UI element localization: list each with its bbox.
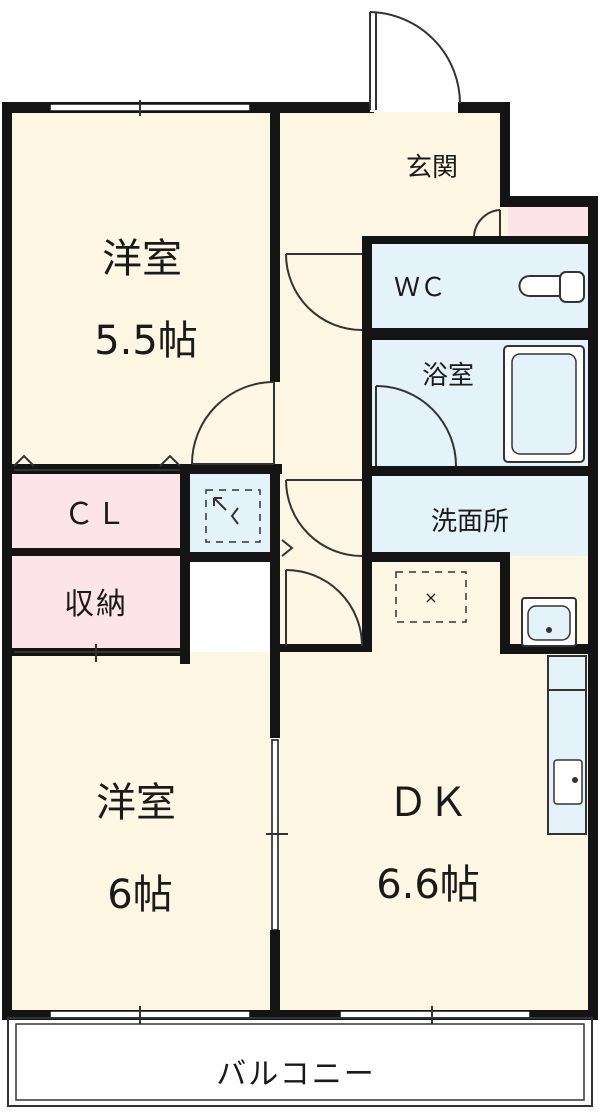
storage-door [14, 644, 180, 662]
wall-shoebox-top [500, 196, 598, 207]
utility-closet-marker [205, 489, 261, 543]
wc-name: ＷＣ [394, 273, 446, 303]
closet-area [10, 468, 182, 552]
wall-top-entrance [458, 102, 510, 113]
wall-washroom-bottom [362, 552, 508, 562]
wall-vanity-left [500, 552, 510, 652]
entrance-area [370, 110, 508, 240]
wall-util-right [270, 464, 280, 560]
balcony [7, 1017, 593, 1107]
window-room1-top [49, 103, 251, 112]
wall-util-bottom [182, 552, 280, 562]
western-room-1-size: 5.5帖 [94, 318, 198, 364]
door-dk [285, 569, 363, 647]
storage-area [10, 552, 182, 652]
washbasin-icon [521, 597, 577, 647]
front-door [369, 11, 461, 112]
ceiling-vent-marker: × [395, 571, 467, 623]
wall-vanity-bottom [500, 644, 598, 654]
entrance-name: 玄関 [406, 153, 458, 183]
wall-wc-top [362, 236, 598, 244]
closet-name: ＣＬ [64, 497, 128, 532]
door-washroom [281, 479, 363, 557]
balcony-name: バルコニー [216, 1057, 375, 1092]
window-room2-bottom [49, 1010, 251, 1019]
wall-dk-left-upper [362, 556, 372, 652]
dk-main-area [370, 556, 508, 650]
wall-hall-bottom [278, 644, 372, 652]
bathroom-name: 浴室 [422, 361, 474, 391]
western-room-1-name: 洋室 [102, 236, 182, 282]
western-room-2-size: 6帖 [107, 872, 172, 918]
wall-closet-storage [10, 548, 190, 556]
wall-hall-entrance [362, 240, 372, 472]
shoe-box-area [508, 205, 590, 240]
dining-kitchen-size: 6.6帖 [376, 862, 480, 908]
western-room-2-area [10, 652, 276, 1014]
wall-washroom-left [362, 466, 372, 556]
wall-room1-hall [270, 110, 280, 382]
wall-room2-dk-lower [270, 930, 280, 1016]
wall-bath-bottom [362, 466, 598, 476]
wall-room2-dk [270, 552, 280, 738]
western-room-2-name: 洋室 [96, 780, 176, 826]
utility-closet-area [182, 468, 276, 552]
wall-left [2, 102, 12, 1020]
storage-name: 収納 [64, 587, 128, 622]
toilet-icon [518, 271, 585, 303]
door-wc [285, 253, 363, 331]
bathtub-icon [503, 345, 585, 463]
wall-bottom [2, 1010, 598, 1020]
window-dk-bottom [339, 1010, 531, 1019]
washroom-area [370, 472, 590, 556]
wall-entrance-right [500, 102, 510, 207]
closet-bifold-door [13, 454, 181, 471]
door-room1 [191, 381, 280, 465]
svg-text:×: × [424, 588, 437, 607]
washroom-name: 洗面所 [431, 507, 509, 537]
western-room-1-area [10, 110, 276, 468]
wall-wc-bottom [362, 328, 598, 340]
balcony-area [6, 1016, 594, 1106]
door-bath [375, 385, 457, 467]
kitchen-counter-icon [547, 655, 587, 835]
dining-kitchen-name: ＤＫ [388, 780, 468, 826]
wall-right [588, 196, 598, 1018]
wall-closet-right [180, 464, 190, 664]
door-shoebox [473, 209, 501, 237]
